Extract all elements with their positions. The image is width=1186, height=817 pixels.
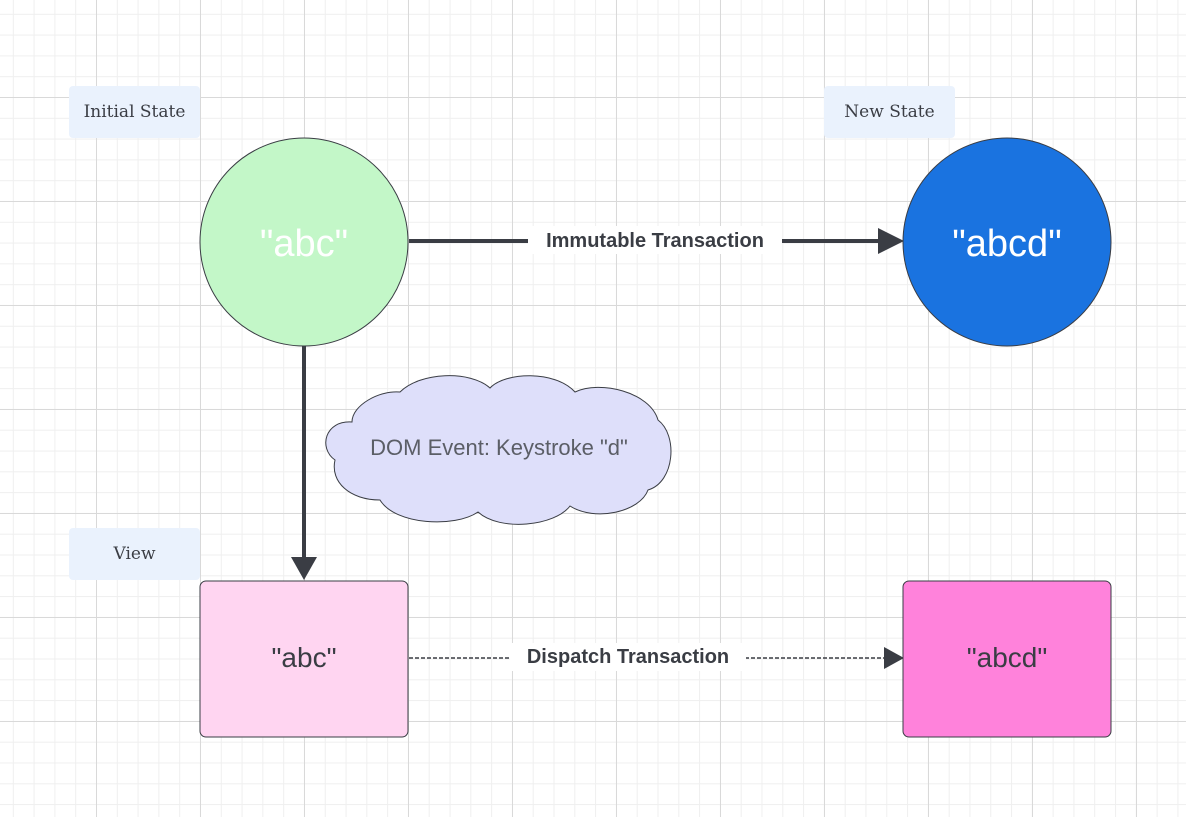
new-state-value: "abcd" (952, 223, 1061, 265)
dom-event-node[interactable]: DOM Event: Keystroke "d" (325, 375, 672, 525)
dispatch-transaction-arrowhead (884, 647, 904, 669)
immutable-transaction-arrowhead (878, 228, 904, 254)
view-initial-value: "abc" (271, 642, 336, 673)
immutable-transaction-label: Immutable Transaction (546, 230, 764, 252)
new-state-label-text: New State (844, 102, 935, 122)
dispatch-transaction-label: Dispatch Transaction (527, 646, 729, 668)
initial-state-circle (199, 137, 409, 347)
view-new-node[interactable]: "abcd" (902, 580, 1112, 738)
view-initial-node[interactable]: "abc" (199, 580, 409, 738)
dom-event-label: DOM Event: Keystroke "d" (370, 435, 628, 460)
view-initial-box (199, 580, 409, 738)
dom-event-cloud (325, 375, 672, 525)
initial-state-value: "abc" (260, 223, 348, 265)
new-state-node[interactable]: "abcd" (902, 137, 1112, 347)
new-state-circle (902, 137, 1112, 347)
new-state-label: New State (824, 86, 955, 138)
render-edge[interactable] (291, 346, 317, 580)
view-new-value: "abcd" (967, 642, 1048, 673)
dispatch-transaction-label-bg (510, 643, 746, 671)
render-arrowhead (291, 557, 317, 580)
initial-state-label-text: Initial State (83, 102, 186, 122)
dispatch-transaction-edge[interactable]: Dispatch Transaction (409, 643, 904, 671)
view-new-box (902, 580, 1112, 738)
immutable-transaction-label-bg (528, 226, 782, 254)
initial-state-node[interactable]: "abc" (199, 137, 409, 347)
view-label: View (69, 528, 200, 580)
initial-state-label: Initial State (69, 86, 200, 138)
view-label-text: View (113, 544, 156, 564)
immutable-transaction-edge[interactable]: Immutable Transaction (409, 226, 904, 254)
